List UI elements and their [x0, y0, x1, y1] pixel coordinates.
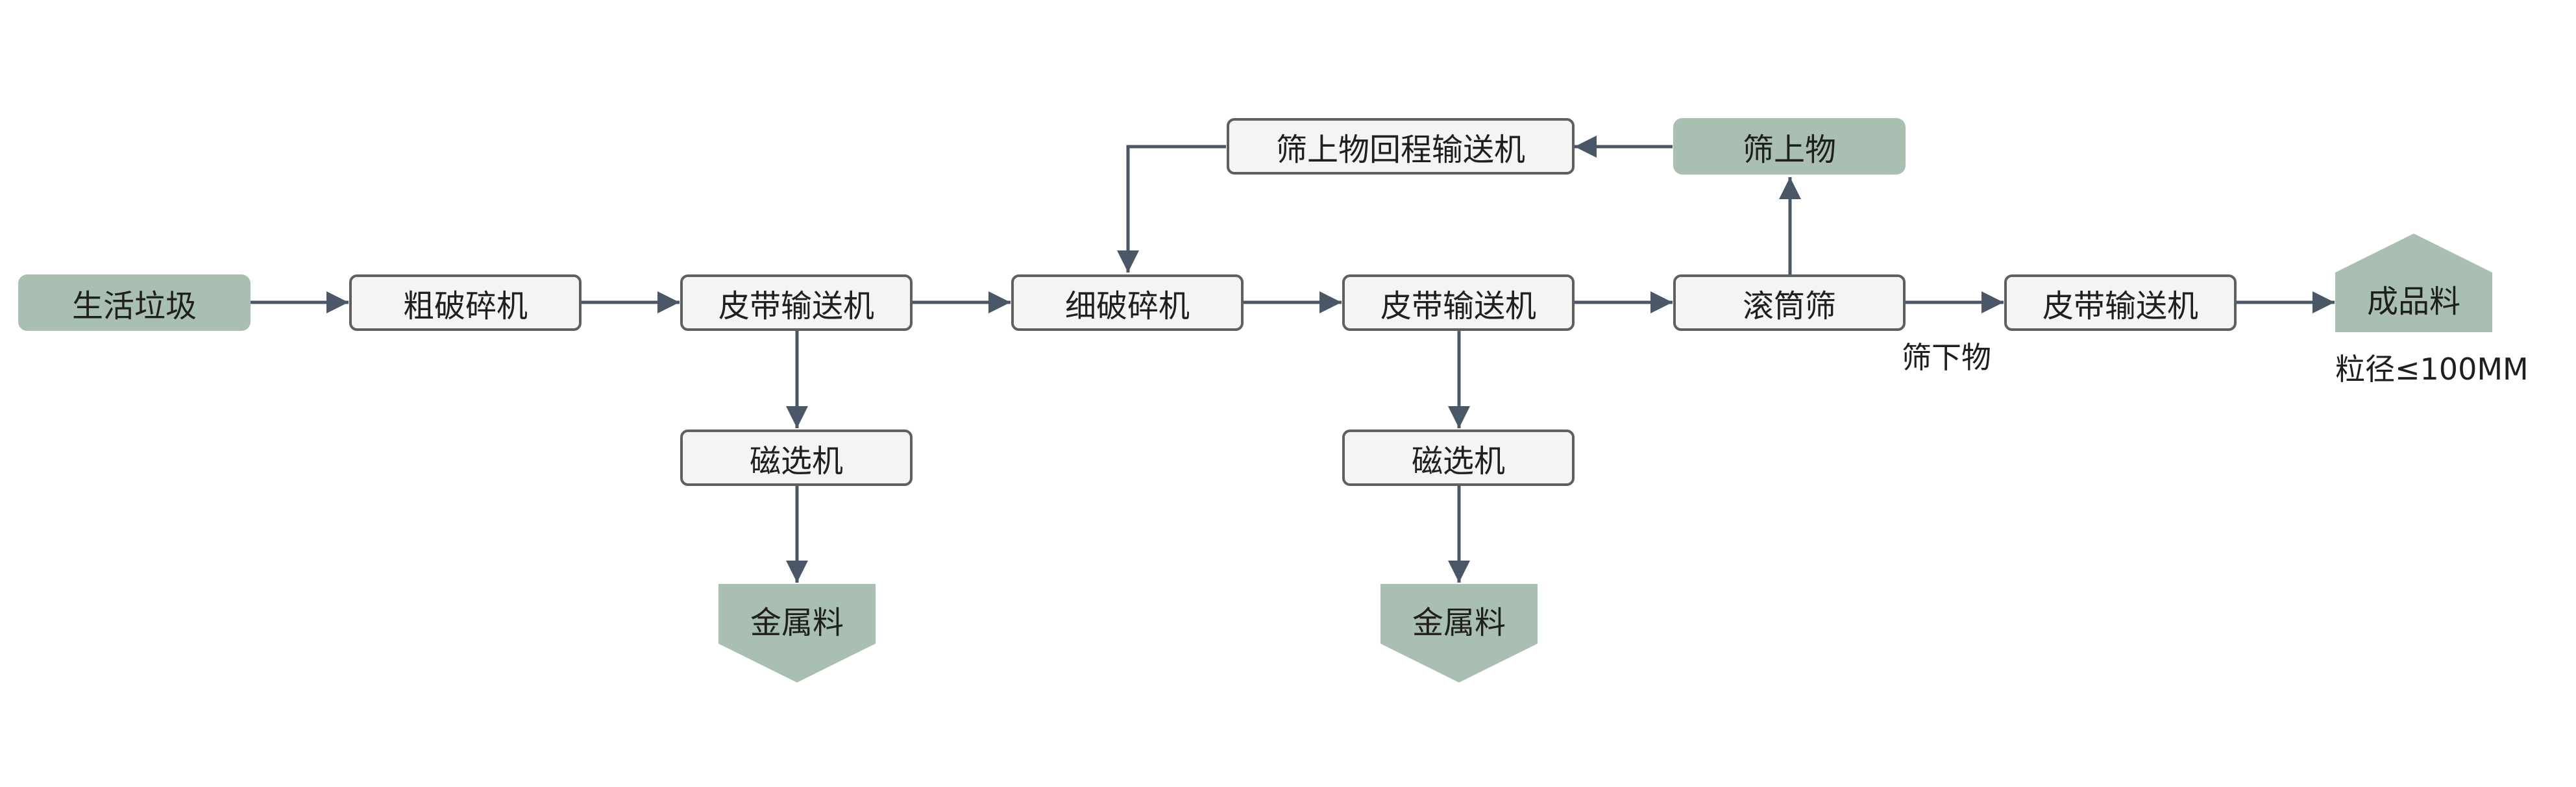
node-fine-crusher: 细破碎机	[1011, 274, 1244, 331]
node-magnetic-separator-1: 磁选机	[680, 430, 913, 486]
node-oversize-return-conveyor: 筛上物回程输送机	[1227, 118, 1575, 175]
node-coarse-crusher: 粗破碎机	[349, 274, 582, 331]
label-undersize: 筛下物	[1902, 340, 1991, 375]
node-garbage: 生活垃圾	[18, 274, 251, 331]
arrow-return-to-fine	[1117, 145, 1226, 272]
node-oversize: 筛上物	[1673, 118, 1906, 175]
node-drum-screen: 滚筒筛	[1673, 274, 1906, 331]
node-belt-conveyor-2: 皮带输送机	[1342, 274, 1575, 331]
node-product-shape	[2335, 234, 2492, 332]
node-metal-1: 金属料	[750, 605, 844, 641]
node-belt-conveyor-1: 皮带输送机	[680, 274, 913, 331]
node-belt-conveyor-3: 皮带输送机	[2004, 274, 2237, 331]
node-metal-2-shape	[1380, 584, 1538, 683]
node-metal-2: 金属料	[1412, 605, 1506, 641]
node-product: 成品料	[2366, 284, 2460, 320]
label-particle-size: 粒径≤100MM	[2335, 352, 2529, 387]
node-magnetic-separator-2: 磁选机	[1342, 430, 1575, 486]
node-metal-1-shape	[718, 584, 876, 683]
